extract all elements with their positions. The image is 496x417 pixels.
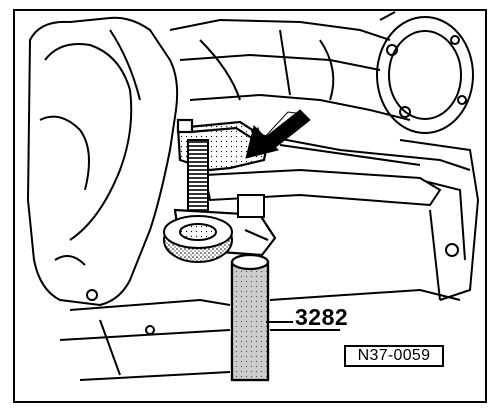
arrow-icon bbox=[245, 109, 311, 159]
knurled-knob bbox=[163, 215, 233, 263]
housing-right bbox=[399, 139, 480, 301]
figure-id-box: N37-0059 bbox=[344, 345, 444, 367]
tool-shaft-3282 bbox=[230, 253, 270, 382]
shaft-guide bbox=[237, 194, 265, 218]
flange-top-right bbox=[376, 11, 474, 134]
housing-bottom bbox=[59, 288, 461, 381]
frame-border bbox=[13, 9, 487, 403]
callout-label: 3282 bbox=[295, 304, 349, 330]
housing-top bbox=[169, 18, 411, 121]
threaded-spindle bbox=[187, 139, 209, 221]
housing-left bbox=[26, 16, 179, 307]
